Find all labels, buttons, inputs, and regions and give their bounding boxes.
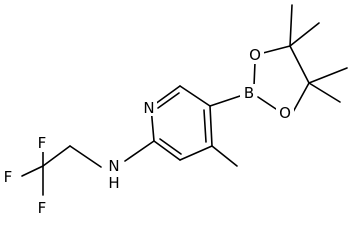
bond-c2-nh: [124, 140, 155, 162]
bond-ch2-cf3: [42, 145, 71, 167]
atom-o-bottom-label: O: [279, 104, 291, 122]
atom-n-ring: N: [141, 98, 157, 117]
atom-b: B: [240, 84, 257, 103]
bond-c2-c3: [153, 140, 181, 161]
bond-c6-n-inner: [157, 92, 180, 109]
atom-f-left: F: [1, 168, 16, 186]
bonds: [21, 4, 348, 196]
bond-cf3-f-left: [21, 165, 44, 177]
atom-o-top: O: [246, 46, 264, 64]
atom-n-amine-label: N: [108, 157, 119, 175]
bond-methyl-top-2: [289, 22, 320, 47]
bond-o-top-c: [262, 45, 291, 54]
bond-methyl-bottom-1: [308, 67, 348, 84]
diagram-background: [0, 0, 354, 220]
atom-f-top: F: [35, 134, 50, 152]
atom-f-bottom-label: F: [38, 199, 47, 217]
atom-f-top-label: F: [38, 134, 47, 152]
bond-methyl: [211, 145, 238, 167]
atom-o-top-bg: [246, 46, 264, 64]
bond-b-o-top: [253, 61, 256, 87]
atom-o-top-label: O: [249, 46, 261, 64]
atom-f-left-label: F: [4, 168, 13, 186]
bond-c5-c6: [179, 85, 211, 107]
atom-f-bottom-bg: [35, 199, 50, 217]
atom-n-amine: N H: [105, 156, 123, 192]
atom-f-left-bg: [1, 168, 16, 186]
bond-o-bottom-c: [292, 82, 310, 113]
bond-c2-c3-inner: [159, 138, 182, 155]
bond-c4-c5: [209, 105, 213, 147]
atom-o-bottom-bg: [276, 104, 294, 122]
atom-b-label: B: [244, 84, 254, 102]
bond-nh-ch2: [69, 145, 102, 168]
bond-c4-c5-inner: [203, 109, 207, 143]
atom-n-amine-bg: [105, 156, 123, 192]
atom-n-amine-hydrogen: H: [108, 174, 119, 192]
atom-f-top-bg: [35, 134, 50, 152]
bond-methyl-bottom-2: [308, 82, 341, 103]
atom-n-ring-bg: [141, 98, 157, 116]
atom-labels: N N H B O O F F F: [1, 46, 294, 217]
chemical-structure-diagram: N N H B O O F F F: [0, 0, 354, 220]
atom-b-bg: [240, 84, 257, 103]
bond-methyl-top-1: [289, 4, 293, 47]
atom-o-bottom: O: [276, 104, 294, 122]
bond-c3-c4: [179, 145, 213, 161]
atom-f-bottom: F: [35, 199, 50, 217]
bond-b-o-bottom: [257, 96, 277, 110]
bond-c-c-pinacol: [289, 45, 310, 84]
bond-c5-b: [209, 95, 241, 107]
atom-n-ring-label: N: [143, 99, 154, 117]
